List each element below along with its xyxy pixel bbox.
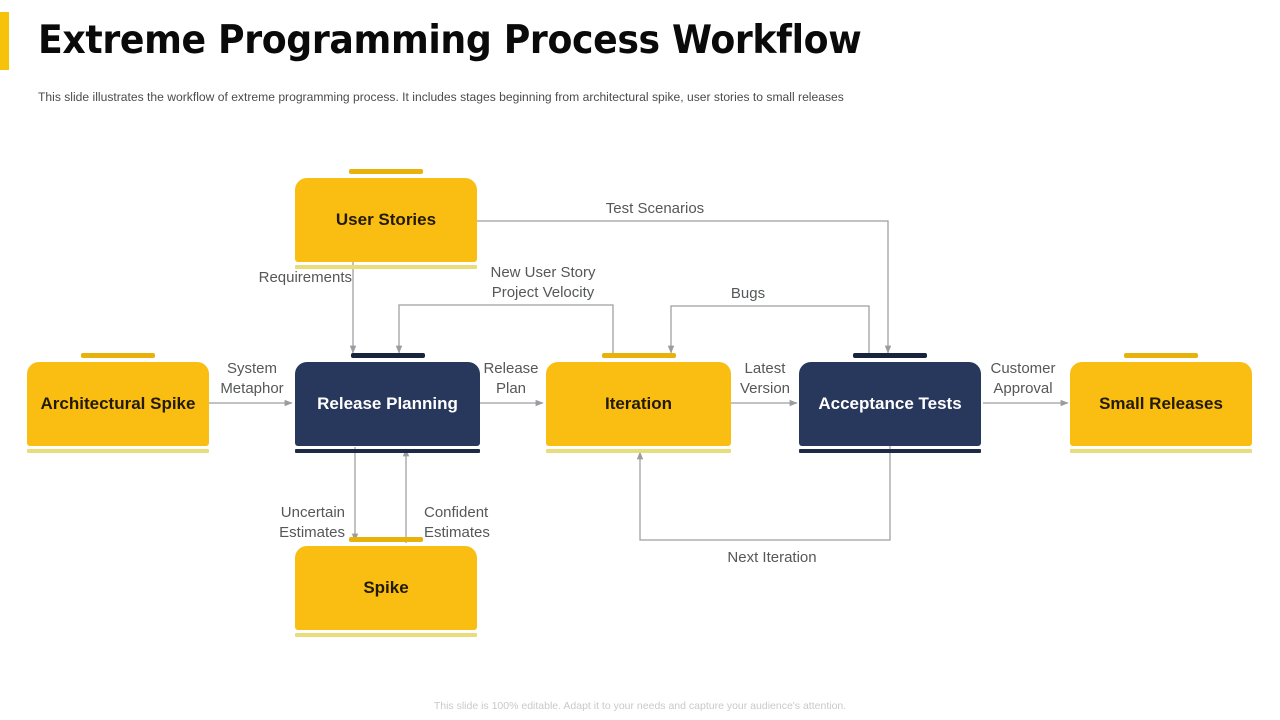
connector-next-iteration [636,446,891,541]
node-spike[interactable]: Spike [295,537,477,637]
connector-label-bugs: Bugs [730,285,766,302]
connector-label-confident-estimates: Confident Estimates [424,504,490,541]
node-underline [799,449,981,453]
node-iteration-label: Iteration [546,362,731,446]
node-tab [81,353,155,358]
node-small-releases[interactable]: Small Releases [1070,353,1252,453]
node-tab [601,353,676,358]
node-tab [349,169,423,174]
footer-note: This slide is 100% editable. Adapt it to… [433,700,847,712]
connector-label-release-plan: Release Plan [483,360,539,397]
node-user-stories-label: User Stories [295,178,477,262]
connector-label-system-metaphor: System Metaphor [220,360,284,397]
node-underline [546,449,731,453]
node-underline [1070,449,1252,453]
node-underline [295,265,477,269]
node-spike-label: Spike [295,546,477,630]
node-tab [349,537,423,542]
connector-new-user-story [395,304,614,354]
node-user-stories[interactable]: User Stories [295,169,477,269]
node-release-planning[interactable]: Release Planning [295,353,480,453]
node-architectural-spike[interactable]: Architectural Spike [27,353,209,453]
node-architectural-spike-label: Architectural Spike [27,362,209,446]
node-tab [350,353,425,358]
title-accent-bar [0,12,9,70]
connector-test-scenarios [477,220,892,354]
connector-label-customer-approval: Customer Approval [990,360,1056,397]
node-release-planning-label: Release Planning [295,362,480,446]
connector-bugs [667,305,870,354]
node-acceptance-tests-label: Acceptance Tests [799,362,981,446]
node-tab [853,353,927,358]
node-underline [27,449,209,453]
connector-label-requirements: Requirements [258,269,352,286]
connector-label-new-user-story: New User Story Project Velocity [490,264,596,301]
node-underline [295,449,480,453]
node-iteration[interactable]: Iteration [546,353,731,453]
node-underline [295,633,477,637]
node-small-releases-label: Small Releases [1070,362,1252,446]
connector-label-next-iteration: Next Iteration [727,549,817,566]
connector-label-test-scenarios: Test Scenarios [605,200,705,217]
node-acceptance-tests[interactable]: Acceptance Tests [799,353,981,453]
node-tab [1124,353,1198,358]
page-subtitle: This slide illustrates the workflow of e… [38,90,844,104]
connector-label-uncertain-estimates: Uncertain Estimates [279,504,345,541]
page-title: Extreme Programming Process Workflow [38,18,862,63]
connector-label-latest-version: Latest Version [739,360,791,397]
